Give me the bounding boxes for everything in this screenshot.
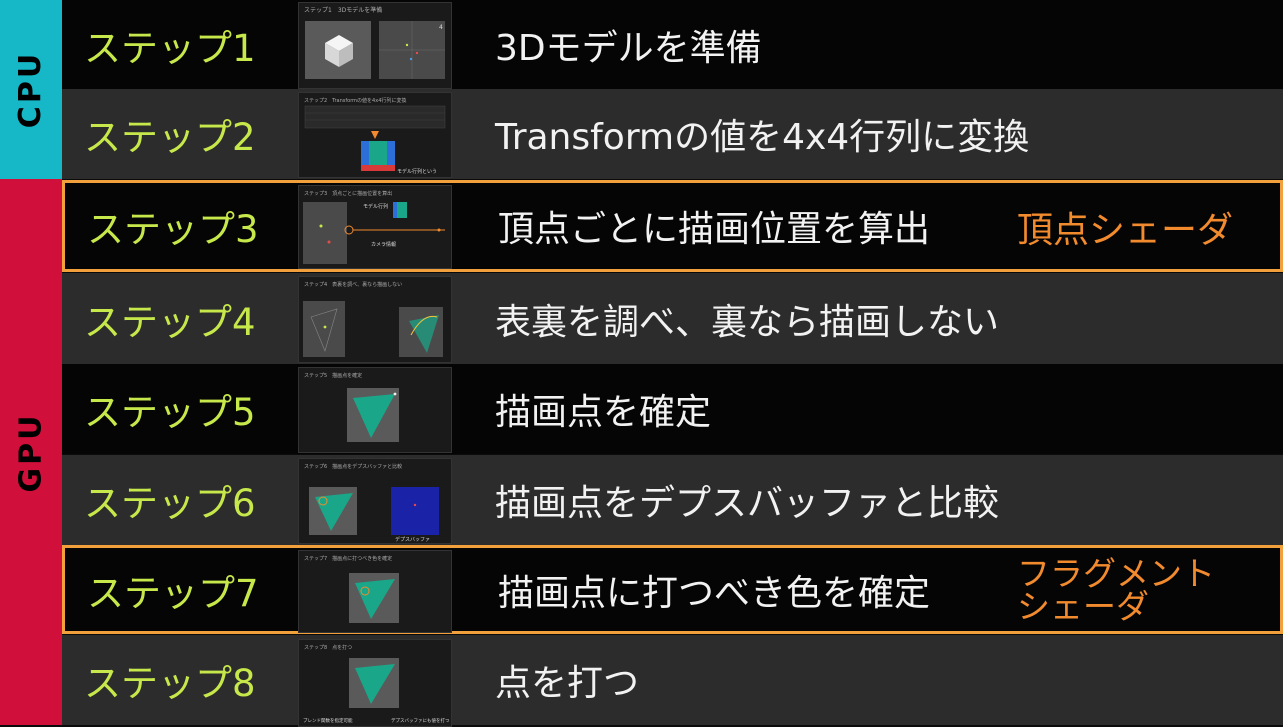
step-thumbnail: ステップ4 表裏を調べ、裏なら描画しない bbox=[298, 276, 452, 363]
step-description: 表裏を調べ、裏なら描画しない bbox=[495, 301, 1000, 343]
thumb-caption: ステップ1 3Dモデルを準備 bbox=[304, 6, 382, 14]
cpu-label-band: CPU bbox=[0, 0, 62, 179]
thumbnail-fragment-color: ステップ7 描画点に打つべき色を確定 bbox=[304, 555, 399, 623]
thumb-caption: ステップ2 Transformの値を4x4行列に変換 bbox=[304, 97, 406, 104]
fragment-shader-line2: シェーダ bbox=[1017, 587, 1149, 626]
step-thumbnail: ステップ6 描画点をデプスバッファと比較 デプスバッファ bbox=[298, 458, 452, 544]
step-label: ステップ7 bbox=[87, 571, 259, 615]
thumb-caption: ステップ5 描画点を確定 bbox=[304, 372, 362, 379]
step-label: ステップ2 bbox=[84, 116, 256, 159]
thumb-caption: ステップ7 描画点に打つべき色を確定 bbox=[304, 555, 392, 562]
thumb-subcaption: カメラ情報 bbox=[371, 241, 396, 248]
thumbnail-rasterize: ステップ5 描画点を確定 bbox=[304, 372, 399, 442]
thumb-subcaption: デプスバッファにも値を打つ bbox=[391, 717, 450, 724]
thumb-caption: ステップ3 頂点ごとに描画位置を算出 bbox=[304, 190, 392, 197]
vertex-shader-label: 頂点シェーダ bbox=[1017, 210, 1234, 251]
thumbnail-depth-buffer: ステップ6 描画点をデプスバッファと比較 デプスバッファ bbox=[304, 463, 439, 543]
step-row-7: ステップ7 ステップ7 描画点に打つべき色を確定 描画点に打つべき色を確定 フラ… bbox=[62, 545, 1283, 634]
thumbnail-backface-culling: ステップ4 表裏を調べ、裏なら描画しない bbox=[303, 281, 443, 357]
thumb-caption: ステップ6 描画点をデプスバッファと比較 bbox=[304, 463, 402, 470]
step-description: 描画点を確定 bbox=[495, 392, 712, 433]
thumb-subcaption: モデル行列という bbox=[397, 168, 437, 175]
step-row-4: ステップ4 ステップ4 表裏を調べ、裏なら描画しない 表裏を調べ、裏なら描画しな… bbox=[62, 273, 1283, 364]
step-thumbnail: ステップ7 描画点に打つべき色を確定 bbox=[298, 550, 452, 633]
fragment-shader-line1: フラグメント bbox=[1017, 554, 1215, 593]
step-row-1: ステップ1 ステップ1 3Dモデルを準備 4 3Dモデルを準備 bbox=[62, 0, 1283, 89]
thumbnail-matrix: ステップ2 Transformの値を4x4行列に変換 モデル行列という bbox=[304, 97, 446, 175]
step-row-8: ステップ8 ステップ8 点を打つ ブレンド関数を指定可能 デプスバッファにも値を… bbox=[62, 635, 1283, 727]
thumb-subcaption: モデル行列 bbox=[363, 203, 388, 210]
thumb-caption: ステップ4 表裏を調べ、裏なら描画しない bbox=[304, 281, 402, 288]
step-thumbnail: ステップ3 頂点ごとに描画位置を算出 モデル行列 カメラ情報 bbox=[298, 185, 452, 269]
step-row-3: ステップ3 ステップ3 頂点ごとに描画位置を算出 モデル行列 カメラ情報 頂点ご… bbox=[62, 180, 1283, 272]
thumbnail-3d-model: ステップ1 3Dモデルを準備 4 bbox=[304, 6, 445, 79]
thumb-caption: ステップ8 点を打つ bbox=[304, 644, 352, 651]
step-thumbnail: ステップ8 点を打つ ブレンド関数を指定可能 デプスバッファにも値を打つ bbox=[298, 639, 452, 727]
step-row-5: ステップ5 ステップ5 描画点を確定 描画点を確定 bbox=[62, 364, 1283, 454]
step-description: 3Dモデルを準備 bbox=[495, 27, 762, 69]
step-label: ステップ5 bbox=[84, 391, 256, 434]
thumb-subcaption: ブレンド関数を指定可能 bbox=[303, 717, 353, 724]
step-label: ステップ8 bbox=[84, 662, 256, 705]
step-label: ステップ6 bbox=[84, 482, 256, 525]
gpu-label: GPU bbox=[13, 412, 49, 492]
step-description: 点を打つ bbox=[495, 663, 640, 704]
thumbnail-draw-point: ステップ8 点を打つ ブレンド関数を指定可能 デプスバッファにも値を打つ bbox=[303, 644, 450, 724]
thumbnail-vertex-position: ステップ3 頂点ごとに描画位置を算出 モデル行列 カメラ情報 bbox=[303, 190, 445, 264]
step-label: ステップ3 bbox=[87, 208, 259, 251]
cpu-label: CPU bbox=[13, 50, 49, 129]
step-row-2: ステップ2 ステップ2 Transformの値を4x4行列に変換 モデル行列とい… bbox=[62, 89, 1283, 179]
thumb-subcaption: デプスバッファ bbox=[395, 536, 430, 543]
svg-text:4: 4 bbox=[439, 24, 443, 31]
step-description: 描画点に打つべき色を確定 bbox=[498, 572, 931, 614]
step-thumbnail: ステップ1 3Dモデルを準備 4 bbox=[298, 2, 452, 89]
fragment-shader-label: フラグメント シェーダ bbox=[1017, 557, 1215, 623]
step-label: ステップ1 bbox=[84, 26, 256, 70]
step-row-6: ステップ6 ステップ6 描画点をデプスバッファと比較 デプスバッファ 描画点をデ… bbox=[62, 455, 1283, 545]
step-thumbnail: ステップ2 Transformの値を4x4行列に変換 モデル行列という bbox=[298, 92, 452, 178]
step-label: ステップ4 bbox=[84, 300, 256, 344]
gpu-label-band: GPU bbox=[0, 179, 62, 725]
step-description: 頂点ごとに描画位置を算出 bbox=[498, 209, 931, 250]
step-description: Transformの値を4x4行列に変換 bbox=[495, 117, 1030, 158]
step-description: 描画点をデプスバッファと比較 bbox=[495, 483, 1000, 524]
step-thumbnail: ステップ5 描画点を確定 bbox=[298, 367, 452, 453]
